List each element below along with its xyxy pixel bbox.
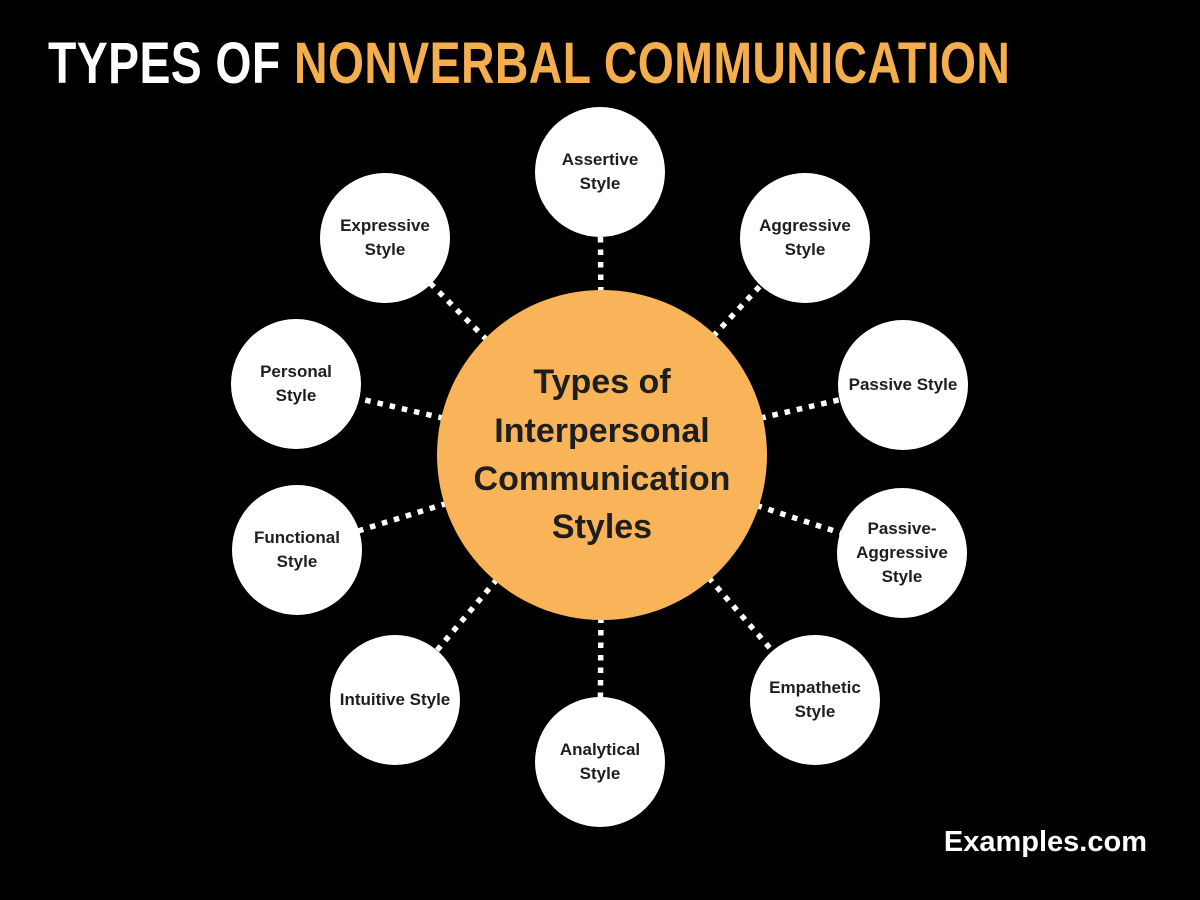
- node-label: Passive- Aggressive Style: [856, 519, 948, 586]
- node-label: Analytical Style: [559, 740, 641, 783]
- node-label: Functional Style: [254, 528, 340, 571]
- page-title-accent: NONVERBAL COMMUNICATION: [293, 31, 1011, 96]
- node-analytical-style: Analytical Style: [535, 697, 665, 827]
- node-label: Personal Style: [260, 362, 332, 405]
- node-label: Passive Style: [848, 375, 958, 395]
- node-passive-style: Passive Style: [838, 320, 968, 450]
- node-label: Empathetic Style: [769, 678, 861, 721]
- node-functional-style: Functional Style: [232, 485, 362, 615]
- node-assertive-style: Assertive Style: [535, 107, 665, 237]
- node-intuitive-style: Intuitive Style: [330, 635, 460, 765]
- page-title: TYPES OF NONVERBAL COMMUNICATION: [48, 32, 1010, 96]
- center-node: Types of Interpersonal Communication Sty…: [437, 290, 767, 620]
- page-title-prefix: TYPES OF: [48, 31, 281, 96]
- node-personal-style: Personal Style: [231, 319, 361, 449]
- node-passive-aggressive-style: Passive- Aggressive Style: [837, 488, 967, 618]
- node-aggressive-style: Aggressive Style: [740, 173, 870, 303]
- node-label: Aggressive Style: [759, 216, 851, 259]
- node-expressive-style: Expressive Style: [320, 173, 450, 303]
- node-label: Expressive Style: [340, 216, 430, 259]
- node-label: Intuitive Style: [339, 690, 451, 710]
- node-label: Assertive Style: [561, 150, 639, 193]
- watermark: Examples.com: [943, 826, 1147, 858]
- center-node-label: Types of Interpersonal Communication Sty…: [473, 363, 731, 547]
- node-empathetic-style: Empathetic Style: [750, 635, 880, 765]
